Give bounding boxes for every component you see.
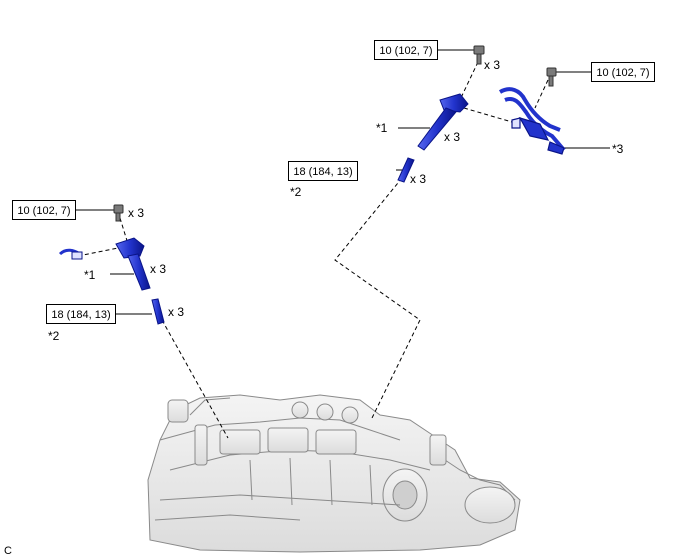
callout-right-spark-plug: *2 <box>290 185 302 199</box>
engine-assembly <box>147 394 521 553</box>
right-coil-bolt <box>473 45 485 65</box>
right-ignition-coil <box>417 93 469 151</box>
left-spark-plug <box>151 298 165 325</box>
left-coil-bolt <box>113 204 124 222</box>
dashed-leader-lines <box>77 61 549 439</box>
torque-box-left-coil-bolt: 10 (102, 7) <box>12 200 76 220</box>
leader-lines <box>76 49 610 315</box>
qty-right-spark-plug: x 3 <box>410 172 427 186</box>
callout-right-coil: *1 <box>376 121 388 135</box>
torque-box-left-spark-plug: 18 (184, 13) <box>46 304 116 324</box>
torque-box-right-bracket-bolt: 10 (102, 7) <box>591 62 655 82</box>
left-connector <box>58 248 83 260</box>
qty-left-coil-bolt: x 3 <box>128 206 145 220</box>
qty-right-coil-bolt: x 3 <box>484 58 501 72</box>
callout-right-bracket: *3 <box>612 142 624 156</box>
qty-left-spark-plug: x 3 <box>168 305 185 319</box>
left-ignition-coil <box>115 237 151 291</box>
right-spark-plug <box>397 157 415 183</box>
callout-left-coil: *1 <box>84 268 96 282</box>
right-bracket-bolt <box>546 67 557 87</box>
torque-box-right-spark-plug: 18 (184, 13) <box>288 161 358 181</box>
qty-left-coil: x 3 <box>150 262 167 276</box>
corner-mark: C <box>4 545 12 557</box>
callout-left-spark-plug: *2 <box>48 329 60 343</box>
right-bracket-harness <box>498 87 566 155</box>
torque-box-right-coil-bolt: 10 (102, 7) <box>374 40 438 60</box>
qty-right-coil: x 3 <box>444 130 461 144</box>
